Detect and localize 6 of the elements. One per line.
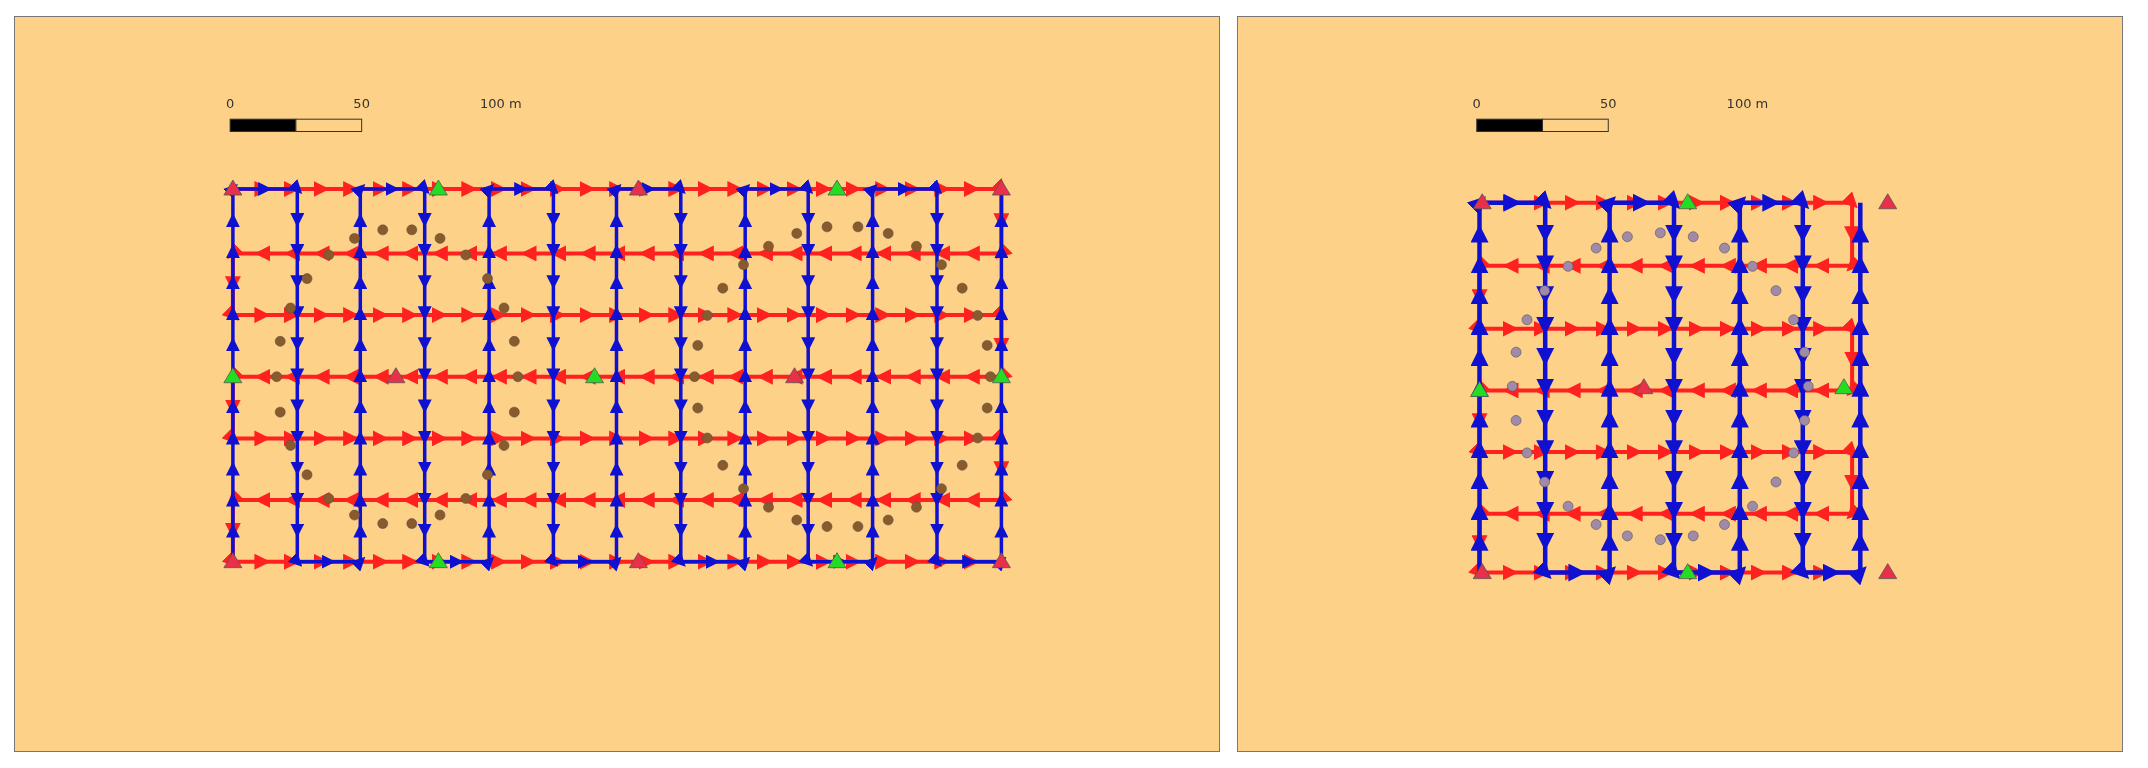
scale-label: 0 — [1472, 95, 1481, 111]
scale-label: 100 m — [1726, 95, 1769, 111]
scale-label: 50 — [1600, 95, 1617, 111]
scale-label: 0 — [226, 95, 235, 111]
scale-label: 100 m — [480, 95, 522, 111]
scale-label: 50 — [353, 95, 370, 111]
